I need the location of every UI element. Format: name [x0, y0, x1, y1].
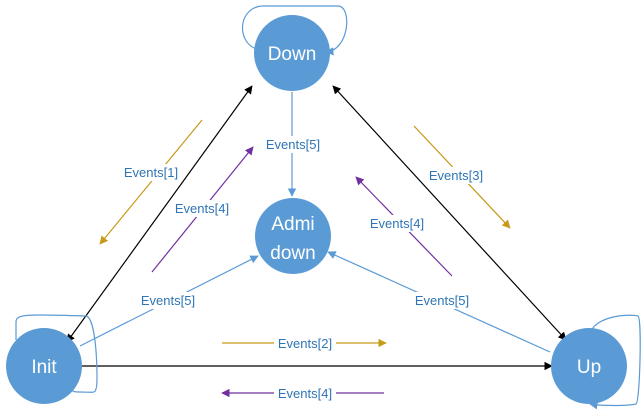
svg-text:Events[5]: Events[5] — [266, 137, 320, 152]
label-events-4-bottom: Events[4] — [274, 385, 336, 402]
label-events-4-left: Events[4] — [171, 200, 233, 217]
edge-down-init — [66, 85, 253, 343]
event-arrow-1 — [99, 119, 203, 245]
self-loop-init — [15, 314, 98, 393]
node-up: Up — [551, 328, 627, 404]
svg-text:Events[5]: Events[5] — [415, 293, 469, 308]
label-events-3: Events[3] — [425, 167, 487, 184]
svg-text:Down: Down — [268, 44, 317, 65]
label-events-1: Events[1] — [120, 164, 182, 181]
label-events-2: Events[2] — [274, 335, 336, 352]
node-admin-down: Admi down — [255, 198, 331, 274]
edge-down-up — [332, 85, 567, 341]
label-events-5-right: Events[5] — [411, 292, 473, 309]
svg-text:Events[5]: Events[5] — [141, 293, 195, 308]
svg-text:Init: Init — [31, 357, 57, 378]
self-loop-up — [588, 314, 641, 410]
svg-text:Events[4]: Events[4] — [278, 386, 332, 401]
svg-text:Events[2]: Events[2] — [278, 336, 332, 351]
node-init: Init — [6, 328, 82, 404]
self-loop-down — [241, 5, 348, 56]
svg-text:Events[4]: Events[4] — [175, 201, 229, 216]
svg-text:down: down — [270, 243, 315, 264]
svg-text:Events[3]: Events[3] — [429, 168, 483, 183]
label-events-4-right: Events[4] — [366, 215, 428, 232]
svg-text:Up: Up — [577, 357, 601, 378]
label-events-5-left: Events[5] — [137, 292, 199, 309]
svg-text:Admi: Admi — [271, 214, 314, 235]
svg-text:Events[1]: Events[1] — [124, 165, 178, 180]
label-events-5-top: Events[5] — [262, 136, 324, 153]
node-down: Down — [254, 15, 330, 91]
svg-text:Events[4]: Events[4] — [370, 216, 424, 231]
